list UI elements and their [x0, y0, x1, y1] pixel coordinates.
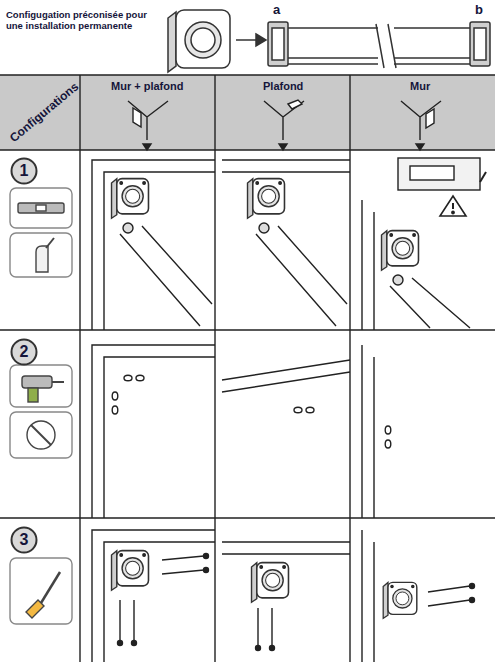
configuration-icons [128, 100, 441, 150]
part-letter: b [475, 3, 483, 18]
column-heading: Mur [410, 80, 430, 93]
heading: Configugation préconisée pour une instal… [6, 10, 156, 32]
table-grid [0, 75, 495, 662]
circle-shape [12, 340, 37, 365]
circle-shape [12, 528, 37, 553]
column-heading: Plafond [263, 80, 303, 93]
step-circle: 2 [10, 338, 38, 366]
step-number: 3 [20, 532, 29, 548]
step-circle: 1 [10, 157, 38, 185]
step-circle: 3 [10, 526, 38, 554]
step-number: 1 [20, 163, 29, 179]
circle-shape [12, 159, 37, 184]
step-3-illustrations [92, 530, 475, 662]
column-heading: Mur + plafond [111, 80, 183, 93]
step-1-illustrations [92, 158, 486, 330]
top-illustration [168, 10, 490, 72]
part-letter: a [273, 3, 280, 18]
tool-icons [10, 188, 72, 624]
step-number: 2 [20, 344, 29, 360]
step-2-illustrations [92, 345, 391, 518]
